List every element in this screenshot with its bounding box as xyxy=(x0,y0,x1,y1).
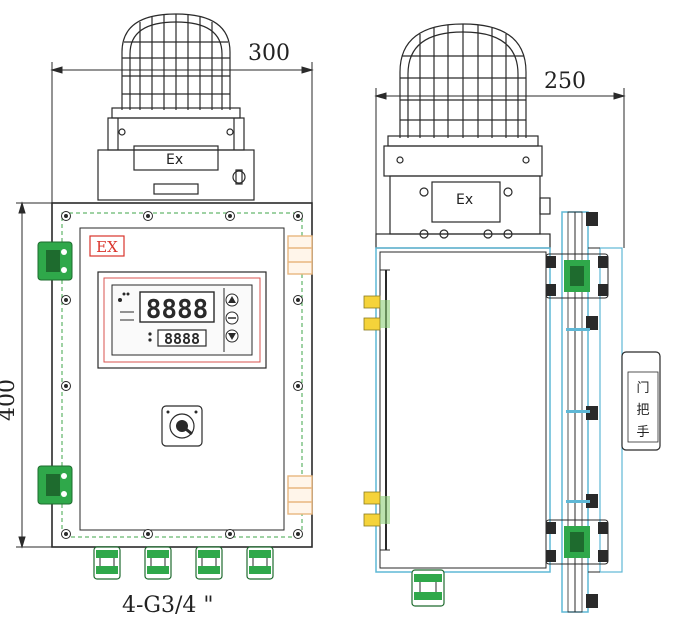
side-cable-gland xyxy=(411,569,445,607)
side-hinge-top xyxy=(545,253,609,299)
side-width-label: 250 xyxy=(544,69,586,94)
lamp-ex-mark: Ex xyxy=(166,152,183,168)
minus-button-icon[interactable] xyxy=(225,311,239,325)
side-left-latches xyxy=(363,295,390,527)
door-handle-char-3: 手 xyxy=(636,425,649,440)
sub-digit-display xyxy=(157,329,207,347)
door-handle-char-1: 门 xyxy=(636,381,649,396)
door-handle[interactable] xyxy=(621,351,661,451)
main-digits: 8888 xyxy=(146,295,209,325)
down-arrow-button-icon[interactable] xyxy=(225,329,239,343)
front-left-hinges xyxy=(37,241,73,505)
front-bolts xyxy=(61,211,303,539)
cable-gland-2 xyxy=(144,546,172,580)
up-arrow-button-icon[interactable] xyxy=(225,293,239,307)
sub-digits: 8888 xyxy=(164,330,200,348)
height-label: 400 xyxy=(0,379,20,421)
ex-plate xyxy=(89,235,125,257)
front-width-dimension xyxy=(50,62,314,210)
cable-glands xyxy=(93,546,274,580)
ex-plate-text: EX xyxy=(96,238,118,256)
side-enclosure xyxy=(375,247,551,573)
cable-entries-label: 4-G3/4 " xyxy=(122,593,214,618)
front-view: 300 400 xyxy=(0,13,314,618)
cable-gland-3 xyxy=(195,546,223,580)
front-width-label: 300 xyxy=(248,41,290,66)
side-hinge-bottom xyxy=(545,519,609,565)
main-digit-display xyxy=(139,291,215,323)
height-dimension xyxy=(16,201,56,549)
side-column-bolts xyxy=(566,212,598,608)
signal-lamp-side xyxy=(375,23,551,249)
door-handle-char-2: 把 xyxy=(636,403,649,418)
side-ex-mark: Ex xyxy=(456,192,473,208)
front-enclosure xyxy=(51,202,313,548)
front-right-clamps xyxy=(287,235,313,515)
cable-gland-4 xyxy=(246,546,274,580)
side-view: 250 Ex xyxy=(363,23,661,613)
signal-lamp-front xyxy=(97,13,255,201)
display-unit: 8888 8888 xyxy=(118,288,225,352)
side-width-dimension xyxy=(374,88,626,248)
selector-switch-icon[interactable] xyxy=(161,405,203,447)
cable-gland-1 xyxy=(93,546,121,580)
